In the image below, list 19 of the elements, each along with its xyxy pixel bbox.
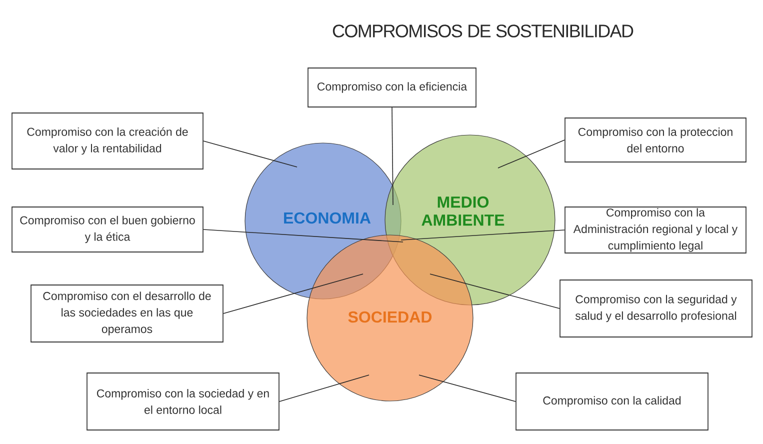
leader-line bbox=[223, 274, 364, 314]
text-box: Compromiso con la seguridad y salud y el desarrollo profesional bbox=[560, 280, 752, 338]
text-box: Compromiso con el desarrollo de las sociedades en las que operamos bbox=[30, 284, 224, 342]
leader-line bbox=[430, 274, 560, 309]
text-box: Compromiso con la sociedad y en el entorno local bbox=[86, 372, 280, 430]
text-box: Compromiso con la Administración regional y local y cumplimiento legal bbox=[564, 206, 746, 254]
text-box: Compromiso con el buen gobierno y la ética bbox=[12, 206, 204, 252]
text-box: Compromiso con la creación de valor y la rentabilidad bbox=[12, 112, 204, 170]
leader-line bbox=[203, 140, 298, 168]
leader-line bbox=[498, 140, 565, 168]
leader-line bbox=[418, 374, 516, 402]
text-box: Compromiso con la eficiencia bbox=[308, 68, 476, 108]
leader-line bbox=[400, 230, 565, 240]
leader-line bbox=[279, 374, 370, 402]
leader-line bbox=[203, 229, 404, 242]
title: COMPROMISOS DE SOSTENIBILIDAD bbox=[332, 24, 634, 38]
leader-line bbox=[392, 107, 394, 206]
text-box: Compromiso con la proteccion del entorno bbox=[564, 118, 746, 162]
text-box: Compromiso con la calidad bbox=[516, 372, 708, 430]
